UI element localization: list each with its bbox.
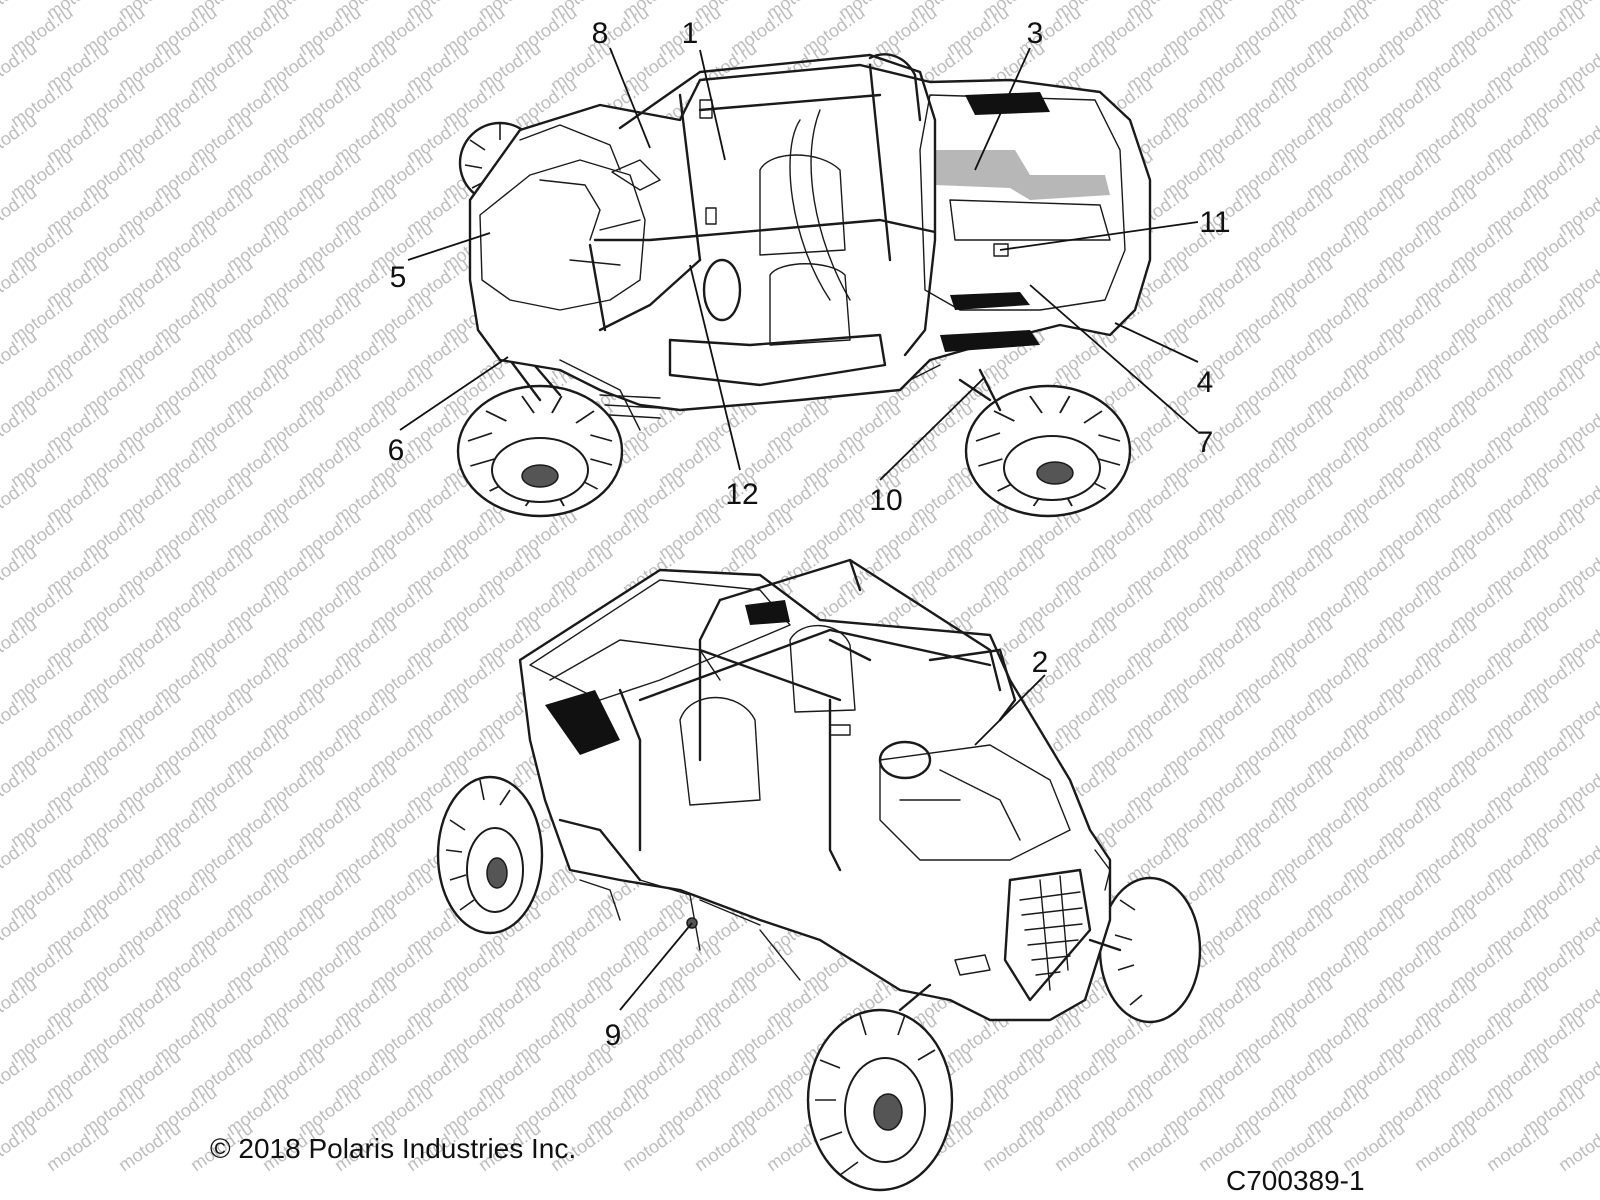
callout-11: 11: [1199, 206, 1230, 239]
iso-wheel-front-left: [806, 1008, 954, 1192]
watermark-text: motod.ru: [0, 758, 40, 815]
leader-lines: [399, 47, 1199, 1011]
leader-2: [974, 674, 1046, 746]
watermark-text: motod.ru: [43, 1118, 113, 1175]
copyright-notice: © 2018 Polaris Industries Inc.: [210, 1133, 577, 1164]
top-view-vehicle: [456, 53, 1152, 518]
watermark-text: motod.ru: [0, 110, 40, 167]
leader-12: [689, 264, 741, 471]
leader-7: [1029, 284, 1199, 433]
callout-7: 7: [1197, 426, 1214, 459]
callout-12: 12: [725, 478, 758, 511]
watermark-text: motod.ru: [0, 830, 40, 887]
watermark-text: motod.ru: [691, 1118, 761, 1175]
watermark-text: motod.ru: [1411, 1118, 1481, 1175]
leader-10: [879, 376, 986, 481]
watermark-text: motod.ru: [0, 1046, 40, 1103]
watermark-text: motod.ru: [979, 1118, 1049, 1175]
watermark-text: motod.ru: [0, 614, 40, 671]
diagram-part-code: C700389-1: [1226, 1165, 1365, 1196]
watermark-text: motod.ru: [619, 1118, 689, 1175]
wheel-front-right: [964, 384, 1132, 518]
watermark-text: motod.ru: [0, 902, 40, 959]
watermark-text: motod.ru: [0, 542, 40, 599]
wheel-front-left: [456, 384, 624, 518]
leader-3: [974, 47, 1031, 171]
callout-10: 10: [869, 484, 902, 517]
leader-6: [399, 356, 509, 431]
callout-3: 3: [1027, 17, 1044, 50]
watermark-text: motod.ru: [0, 38, 40, 95]
callout-labels: 1 3 8 5 6 12 10 11 4 7 2 9: [388, 17, 1231, 1052]
watermark-text: motod.ru: [0, 470, 40, 527]
watermark-text: motod.ru: [0, 254, 40, 311]
callout-1: 1: [682, 17, 699, 50]
watermark-text: motod.ru: [0, 974, 40, 1031]
callout-2: 2: [1032, 646, 1049, 679]
watermark-text: motod.ru: [0, 686, 40, 743]
leader-8: [609, 47, 651, 149]
leader-1: [699, 49, 726, 161]
callout-9: 9: [605, 1019, 622, 1052]
callout-6: 6: [388, 434, 405, 467]
iso-wheel-front-right: [1098, 876, 1202, 1024]
callout-4: 4: [1197, 366, 1214, 399]
watermark-text: motod.ru: [0, 182, 40, 239]
watermark-text: motod.ru: [1051, 1118, 1121, 1175]
watermark-text: motod.ru: [0, 1118, 40, 1175]
watermark-text: motod.ru: [1555, 1118, 1600, 1175]
leader-4: [1114, 322, 1199, 363]
isometric-view-vehicle: [436, 558, 1202, 1192]
watermark-text: motod.ru: [0, 326, 40, 383]
leader-11: [999, 221, 1199, 251]
watermark-text: motod.ru: [115, 1118, 185, 1175]
watermark-text: motod.ru: [0, 398, 40, 455]
leader-5: [407, 232, 491, 261]
iso-wheel-rear-left: [436, 775, 544, 935]
leader-9: [619, 922, 693, 1011]
callout-8: 8: [592, 17, 609, 50]
watermark-text: motod.ru: [0, 0, 40, 23]
watermark-text: motod.ru: [1483, 1118, 1553, 1175]
callout-5: 5: [390, 261, 407, 294]
watermark-text: motod.ru: [1123, 1118, 1193, 1175]
